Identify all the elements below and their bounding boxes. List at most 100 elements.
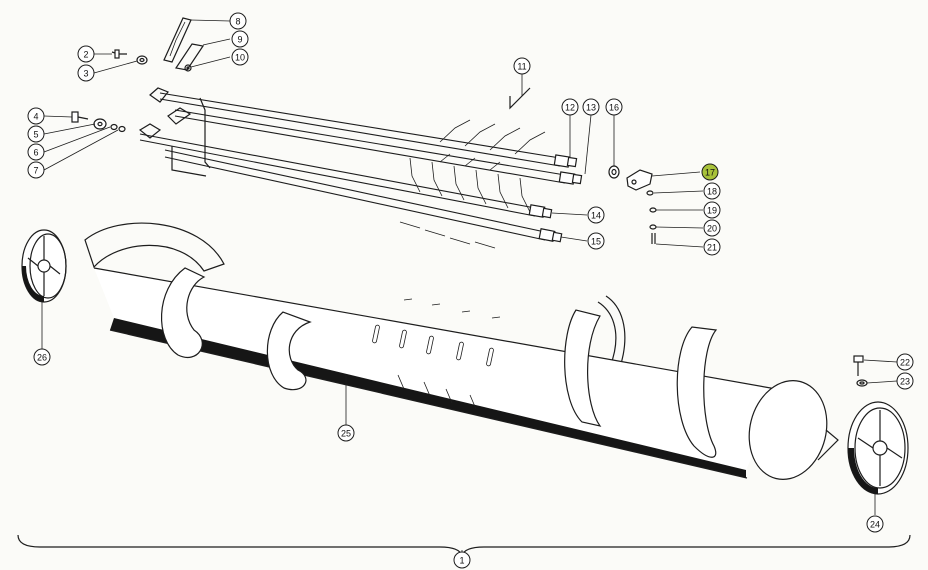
pin-11 xyxy=(509,87,531,110)
bracket-17 xyxy=(626,169,653,191)
callout-number: 9 xyxy=(237,35,242,45)
bolt-2 xyxy=(111,49,127,59)
washer-19 xyxy=(649,207,657,213)
callout-number: 26 xyxy=(37,353,47,363)
leader-lines xyxy=(41,19,898,556)
callout-23: 23 xyxy=(896,372,914,390)
callout-number: 1 xyxy=(459,556,464,566)
callout-7: 7 xyxy=(27,161,45,179)
callout-number: 4 xyxy=(33,112,38,122)
callout-number: 25 xyxy=(341,429,351,439)
callout-14: 14 xyxy=(587,206,605,224)
callout-number: 13 xyxy=(586,103,596,113)
callout-number: 7 xyxy=(33,166,38,176)
callout-number: 19 xyxy=(707,206,717,216)
callout-circle xyxy=(337,424,355,442)
washer-20 xyxy=(649,224,657,230)
callout-circle xyxy=(866,515,884,533)
callout-4: 4 xyxy=(27,107,45,125)
callout-number: 14 xyxy=(591,211,601,221)
callout-number: 5 xyxy=(33,130,38,140)
callout-9: 9 xyxy=(231,30,249,48)
callout-number: 3 xyxy=(83,69,88,79)
callout-circle xyxy=(33,348,51,366)
callout-22: 22 xyxy=(896,353,914,371)
washer-10 xyxy=(184,64,192,72)
washer-23 xyxy=(856,379,868,387)
callout-8: 8 xyxy=(229,12,247,30)
callout-circle xyxy=(27,107,45,125)
callout-13: 13 xyxy=(582,98,600,116)
bolt-21 xyxy=(651,233,656,244)
callout-circle xyxy=(587,232,605,250)
callout-number: 10 xyxy=(235,53,245,63)
callout-circle xyxy=(27,125,45,143)
callout-number: 6 xyxy=(33,148,38,158)
callout-number: 15 xyxy=(591,237,601,247)
callout-number: 2 xyxy=(83,50,88,60)
callout-circle xyxy=(27,143,45,161)
callout-20: 20 xyxy=(703,219,721,237)
bolt-22 xyxy=(853,355,864,376)
spring-link-9 xyxy=(174,43,205,71)
bushing-18 xyxy=(646,190,654,196)
callout-3: 3 xyxy=(77,64,95,82)
callout-circle xyxy=(896,353,914,371)
callout-circle xyxy=(77,45,95,63)
callout-circle xyxy=(703,219,721,237)
callout-circle xyxy=(77,64,95,82)
callout-circle xyxy=(703,182,721,200)
link-plate-8 xyxy=(163,17,192,63)
callout-16: 16 xyxy=(605,98,623,116)
callout-1: 1 xyxy=(453,551,471,569)
callout-21: 21 xyxy=(703,238,721,256)
end-disc-26 xyxy=(21,229,67,303)
callout-circle xyxy=(701,163,719,181)
callout-number: 22 xyxy=(900,358,910,368)
callout-number: 20 xyxy=(707,224,717,234)
callout-15: 15 xyxy=(587,232,605,250)
callout-number: 18 xyxy=(707,187,717,197)
callout-circle xyxy=(231,48,249,66)
nut-16 xyxy=(608,165,620,179)
callout-10: 10 xyxy=(231,48,249,66)
callout-circle xyxy=(229,12,247,30)
callout-5: 5 xyxy=(27,125,45,143)
callout-number: 24 xyxy=(870,520,880,530)
callout-number: 21 xyxy=(707,243,717,253)
nut-5 xyxy=(93,118,107,130)
auger-flighting-front xyxy=(160,267,839,461)
callout-number: 23 xyxy=(900,377,910,387)
callout-circle xyxy=(703,201,721,219)
auger-tube-25 xyxy=(93,267,828,480)
callout-circle xyxy=(587,206,605,224)
callout-18: 18 xyxy=(703,182,721,200)
bolt-4 xyxy=(71,111,89,123)
washer-7 xyxy=(118,125,126,133)
callout-24: 24 xyxy=(866,515,884,533)
callout-11: 11 xyxy=(513,57,531,75)
callout-circle xyxy=(605,98,623,116)
callout-circle xyxy=(231,30,249,48)
callout-2: 2 xyxy=(77,45,95,63)
callout-number: 12 xyxy=(565,103,575,113)
callout-number: 16 xyxy=(609,103,619,113)
callout-12: 12 xyxy=(561,98,579,116)
callout-circle xyxy=(27,161,45,179)
washer-6 xyxy=(110,123,118,131)
callout-6: 6 xyxy=(27,143,45,161)
callout-26: 26 xyxy=(33,348,51,366)
callout-circle xyxy=(703,238,721,256)
callout-number: 8 xyxy=(235,17,240,27)
callout-17: 17 xyxy=(701,163,719,181)
callout-25: 25 xyxy=(337,424,355,442)
callout-circle xyxy=(453,551,471,569)
callout-19: 19 xyxy=(703,201,721,219)
callout-circle xyxy=(896,372,914,390)
callout-circle xyxy=(561,98,579,116)
callout-number: 17 xyxy=(705,168,715,178)
callout-circle xyxy=(513,57,531,75)
